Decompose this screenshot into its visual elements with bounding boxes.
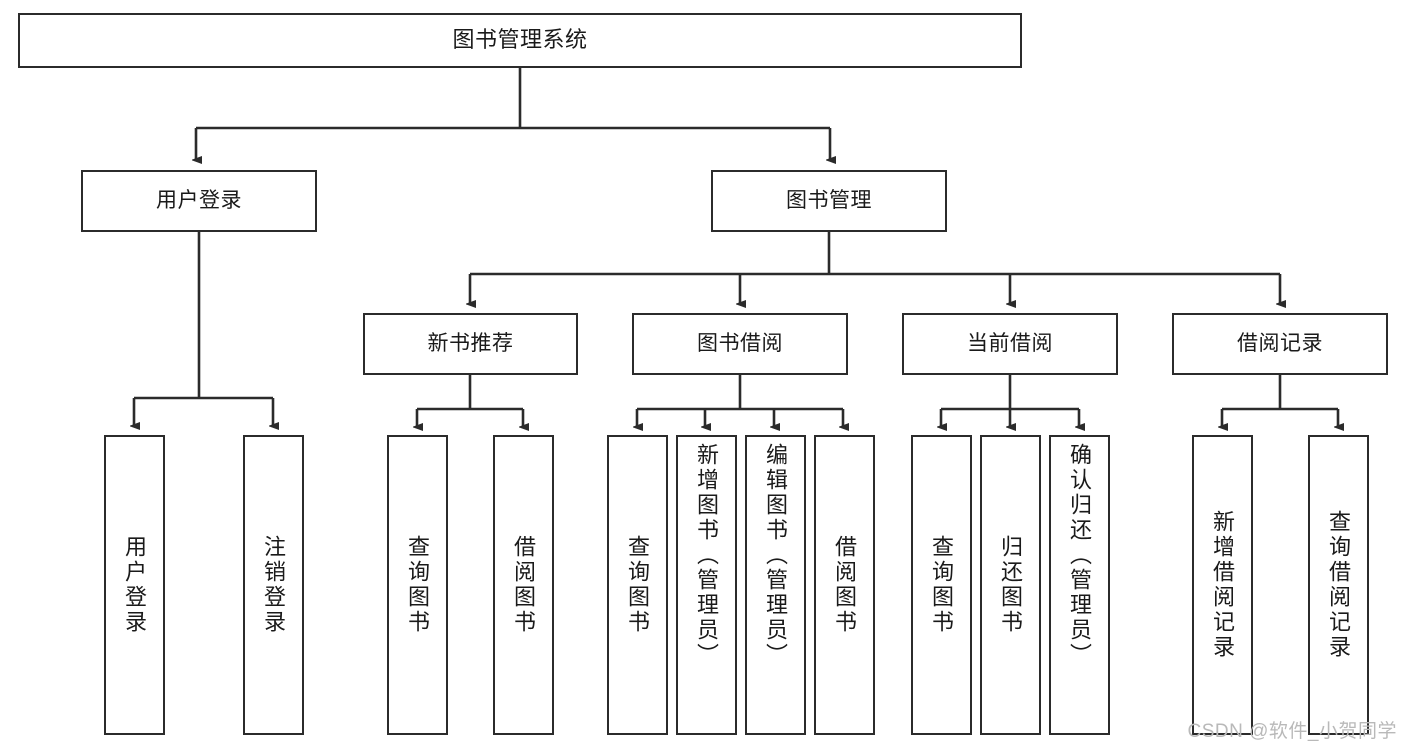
leaf-edit-book-admin[interactable]: 编辑图书（管理员） (745, 435, 806, 735)
leaf-query-book-current[interactable]: 查询图书 (911, 435, 972, 735)
node-book-borrow[interactable]: 图书借阅 (632, 313, 848, 375)
leaf-add-borrow-record[interactable]: 新增借阅记录 (1192, 435, 1253, 735)
leaf-query-book-borrow[interactable]: 查询图书 (607, 435, 668, 735)
node-label: 用户登录 (156, 189, 242, 213)
node-label: 借阅图书 (511, 535, 537, 635)
node-label: 注销登录 (261, 535, 287, 635)
node-user-login[interactable]: 用户登录 (81, 170, 317, 232)
node-label: 新书推荐 (427, 332, 514, 356)
node-label: 借阅记录 (1237, 332, 1323, 356)
node-current-borrow[interactable]: 当前借阅 (902, 313, 1118, 375)
node-borrow-record[interactable]: 借阅记录 (1172, 313, 1388, 375)
leaf-confirm-return-admin[interactable]: 确认归还（管理员） (1049, 435, 1110, 735)
node-label: 图书管理系统 (452, 27, 588, 53)
leaf-query-borrow-record[interactable]: 查询借阅记录 (1308, 435, 1369, 735)
leaf-logout[interactable]: 注销登录 (243, 435, 304, 735)
node-label: 当前借阅 (967, 332, 1053, 356)
node-label: 新增图书（管理员） (694, 443, 720, 668)
leaf-return-book[interactable]: 归还图书 (980, 435, 1041, 735)
leaf-add-book-admin[interactable]: 新增图书（管理员） (676, 435, 737, 735)
node-label: 查询图书 (929, 535, 955, 635)
node-book-management[interactable]: 图书管理 (711, 170, 947, 232)
node-label: 查询图书 (625, 535, 651, 635)
leaf-query-book-recommend[interactable]: 查询图书 (387, 435, 448, 735)
node-label: 用户登录 (122, 535, 148, 635)
node-new-book-recommend[interactable]: 新书推荐 (363, 313, 578, 375)
node-root-system[interactable]: 图书管理系统 (18, 13, 1022, 68)
node-label: 归还图书 (998, 535, 1024, 635)
node-label: 图书管理 (786, 189, 872, 213)
leaf-borrow-book-recommend[interactable]: 借阅图书 (493, 435, 554, 735)
node-label: 确认归还（管理员） (1067, 443, 1093, 668)
node-label: 图书借阅 (697, 332, 783, 356)
watermark: CSDN @软件_小贺同学 (1187, 721, 1397, 742)
node-label: 查询借阅记录 (1326, 510, 1352, 660)
leaf-borrow-book[interactable]: 借阅图书 (814, 435, 875, 735)
node-label: 查询图书 (405, 535, 431, 635)
leaf-user-login[interactable]: 用户登录 (104, 435, 165, 735)
node-label: 编辑图书（管理员） (763, 443, 789, 668)
node-label: 新增借阅记录 (1210, 510, 1236, 660)
node-label: 借阅图书 (832, 535, 858, 635)
